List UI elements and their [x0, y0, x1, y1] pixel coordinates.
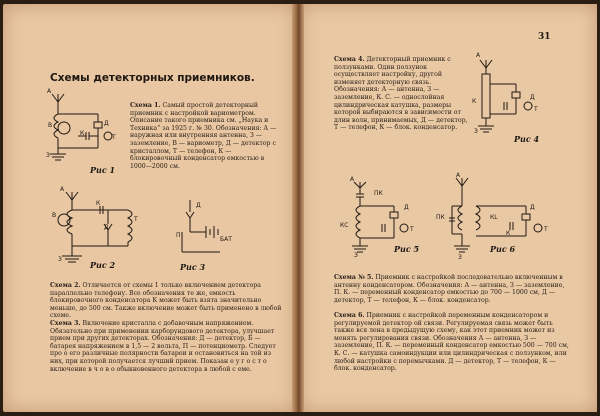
scheme-6-heading: Схема 6.	[334, 312, 365, 319]
label-z-fig2: З	[58, 256, 62, 263]
scheme-2-text: Схема 2. Отличается от схемы 1 только вк…	[50, 282, 282, 320]
label-k-fig6: К	[506, 230, 511, 237]
label-d-fig4: Д	[530, 94, 535, 101]
scheme-6-body: Приемник с настройкой переменным конденс…	[334, 312, 569, 373]
scheme-4-heading: Схема 4.	[334, 56, 365, 63]
figure-caption-3: Рис 3	[180, 262, 206, 272]
scheme-2-body: Отличается от схемы 1 только включением …	[50, 282, 282, 320]
label-t-fig2: Т	[134, 216, 138, 223]
page-number: 31	[538, 32, 551, 42]
scheme-2-heading: Схема 2.	[50, 282, 81, 289]
label-d-fig2: Д	[104, 224, 109, 231]
label-a-fig2: А	[60, 186, 65, 193]
right-page	[300, 4, 597, 412]
figure-caption-6: Рис 6	[490, 244, 516, 254]
circuit-diagram-2	[57, 191, 133, 263]
scheme-5-text: Схема № 5. Приемник с настройкой последо…	[334, 274, 570, 304]
label-z-fig5: З	[354, 252, 358, 259]
scheme-3-heading: Схема 3.	[50, 320, 81, 327]
label-k-fig2: К	[96, 200, 101, 207]
label-a-fig1: А	[47, 88, 52, 95]
label-t-fig4: Т	[534, 106, 538, 113]
label-v-fig1: В	[48, 122, 53, 129]
book-gutter	[292, 4, 304, 412]
scheme-4-text: Схема 4. Детекторный приемник с ползунка…	[334, 56, 470, 132]
scheme-3-text: Схема 3. Включение кристалла с добавочны…	[50, 320, 282, 373]
scheme-1-heading: Схема 1.	[130, 102, 161, 109]
circuit-diagram-1	[50, 93, 113, 161]
left-page	[3, 4, 296, 412]
label-ks-fig5: КС	[340, 222, 349, 229]
label-z-fig6: З	[458, 254, 462, 261]
label-a-fig6: А	[456, 172, 461, 179]
circuit-diagram-6	[449, 177, 543, 253]
label-a-fig5: А	[350, 176, 355, 183]
label-a-fig4: А	[476, 52, 481, 59]
circuit-diagram-4	[478, 59, 533, 133]
scheme-5-heading: Схема № 5.	[334, 274, 374, 281]
scheme-1-body: Самый простой детекторный приемник с нас…	[130, 102, 277, 170]
label-k-fig4: К	[472, 98, 477, 105]
label-d-fig6: Д	[530, 204, 535, 211]
label-p-fig3: П	[176, 232, 181, 239]
figure-caption-2: Рис 2	[90, 260, 116, 270]
label-t-fig6: Т	[544, 226, 548, 233]
label-z-fig1: З	[46, 152, 50, 159]
label-bat-fig3: БАТ	[220, 236, 232, 243]
label-d-fig1: Д	[104, 120, 109, 127]
scheme-1-text: Схема 1. Самый простой детекторный прием…	[130, 102, 280, 170]
figure-caption-1: Рис 1	[90, 165, 116, 175]
scheme-4-body: Детекторный приемник с ползунками. Один …	[334, 56, 468, 132]
label-d-fig5: Д	[404, 204, 409, 211]
scheme-5-body: Приемник с настройкой последовательно вк…	[334, 274, 565, 304]
label-t-fig1: Т	[112, 134, 116, 141]
label-k-fig1: К	[80, 130, 85, 137]
page-title: Схемы детекторных приемников.	[50, 72, 255, 84]
figure-caption-4: Рис 4	[514, 134, 540, 144]
scheme-3-body: Включение кристалла с добавочным напряже…	[50, 320, 276, 373]
circuit-diagram-3	[181, 200, 220, 253]
scheme-6-text: Схема 6. Приемник с настройкой переменны…	[334, 312, 570, 373]
label-t-fig5: Т	[410, 226, 414, 233]
figure-caption-5: Рис 5	[394, 244, 420, 254]
label-d-fig3: Д	[196, 202, 201, 209]
label-pk-fig6: ПК	[436, 214, 445, 221]
circuit-diagram-5	[352, 181, 409, 253]
label-v-fig2: В	[52, 212, 57, 219]
label-z-fig4: З	[474, 128, 478, 135]
label-pk-fig5: ПК	[374, 190, 383, 197]
label-kl-fig6: КL	[490, 214, 498, 221]
